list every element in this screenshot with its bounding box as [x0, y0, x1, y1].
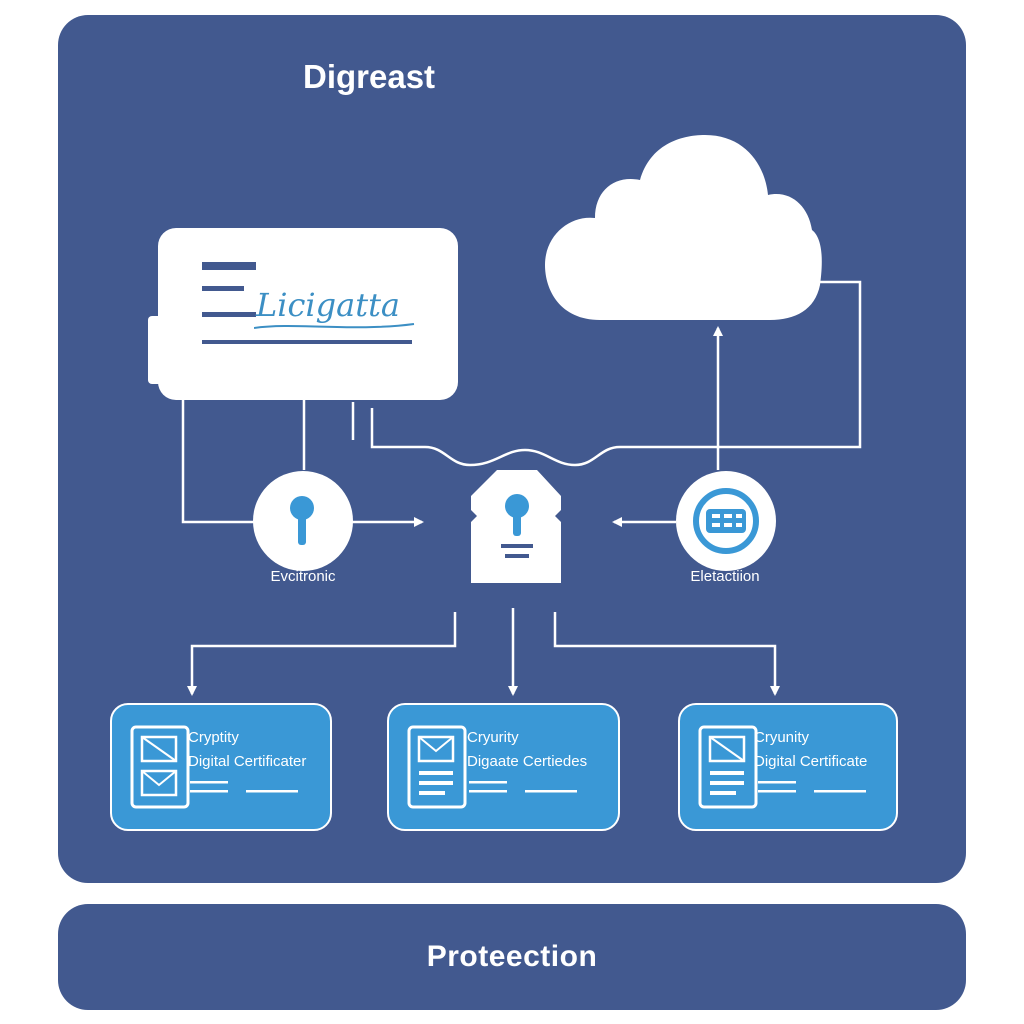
certificate-subtitle-3: Digital Certificate: [754, 753, 868, 770]
electronic-label: Evcitronic: [270, 568, 336, 585]
certificate-card-1: Cryptity Digital Certificater: [110, 703, 332, 831]
lock-hub-icon: [471, 470, 561, 583]
protection-label: Proteection: [426, 940, 598, 973]
certificate-card-3: Cryunity Digital Certificate: [678, 703, 898, 831]
election-label: Eletactiion: [690, 568, 760, 585]
document-lines: [202, 262, 412, 344]
protection-bar: Proteection: [58, 904, 966, 1010]
signature-document: Licigatta: [148, 228, 458, 400]
election-node: [676, 471, 776, 571]
mail-icon: [130, 725, 190, 809]
certificate-subtitle-2: Digaate Certiedes: [467, 753, 588, 770]
certificate-title-1: Cryptity: [188, 729, 239, 746]
certificate-lines-3: [758, 781, 866, 793]
document-icon: [698, 725, 758, 809]
electronic-node: [253, 471, 353, 571]
certificate-title-3: Cryunity: [754, 729, 810, 746]
cloud-icon: [545, 135, 822, 320]
certificate-lines-1: [190, 781, 298, 793]
mail-icon: [407, 725, 467, 809]
keyhole-icon: [290, 496, 314, 545]
diagram-title: Digreast: [303, 58, 436, 95]
certificate-title-2: Cryurity: [467, 729, 519, 746]
network-icon: [693, 488, 759, 554]
certificate-lines-2: [469, 781, 577, 793]
certificate-card-2: Cryurity Digaate Certiedes: [387, 703, 620, 831]
signature-stroke: [254, 323, 415, 329]
certificate-subtitle-1: Digital Certificater: [188, 753, 307, 770]
signature-text: Licigatta: [256, 286, 400, 324]
